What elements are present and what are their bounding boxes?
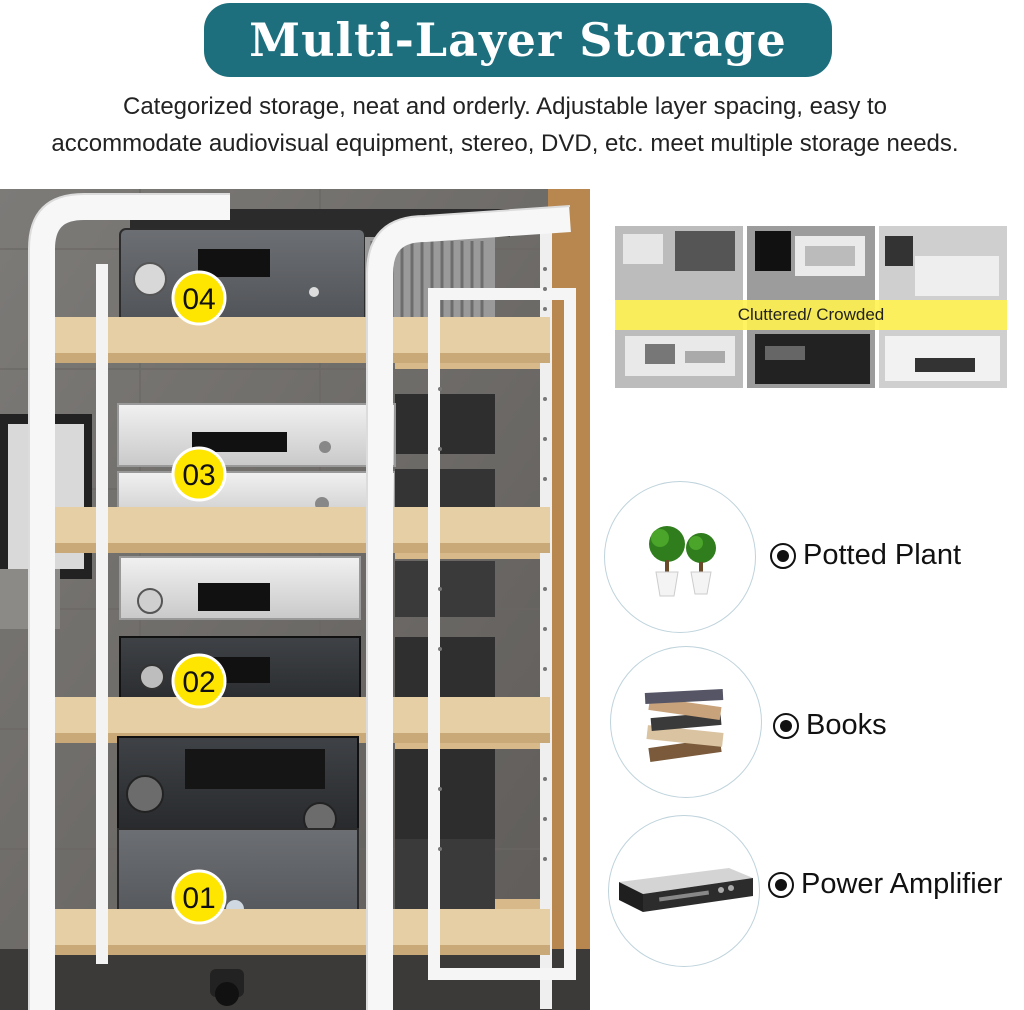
potted-plant-circle [604,481,756,633]
power-amplifier-label: Power Amplifier [801,868,1003,900]
books-icon [644,688,724,762]
subtitle-line-1: Categorized storage, neat and orderly. A… [122,93,887,120]
radio-bullet-icon [768,871,794,898]
books-circle [610,646,762,798]
clutter-label: Cluttered/ Crowded [615,300,1007,330]
books-label: Books [806,709,887,741]
layer-badge-03: 03 [171,446,227,502]
page-title: Multi-Layer Storage [249,13,787,67]
power-amplifier-option: Power Amplifier [768,868,1002,901]
layer-label-02: 02 [182,666,215,699]
radio-bullet-icon [773,712,799,739]
radio-bullet-icon [770,542,796,569]
layer-label-03: 03 [182,459,215,492]
storage-rack-illustration: 04 03 02 01 [0,189,590,1010]
potted-plant-icon [649,526,716,597]
layer-label-04: 04 [182,283,215,316]
books-option: Books [773,709,887,742]
layer-badge-04: 04 [171,270,227,326]
title-banner: Multi-Layer Storage [204,3,832,77]
subtitle-line-2: accommodate audiovisual equipment, stere… [51,130,959,157]
subtitle: Categorized storage, neat and orderly. A… [0,88,1010,162]
potted-plant-label: Potted Plant [803,539,961,571]
power-amplifier-icon [619,868,753,912]
power-amplifier-circle [608,815,760,967]
layer-label-01: 01 [182,882,215,915]
layer-badge-02: 02 [171,653,227,709]
potted-plant-option: Potted Plant [770,539,961,572]
product-photo: 04 03 02 01 [0,189,590,1010]
layer-badge-01: 01 [171,869,227,925]
